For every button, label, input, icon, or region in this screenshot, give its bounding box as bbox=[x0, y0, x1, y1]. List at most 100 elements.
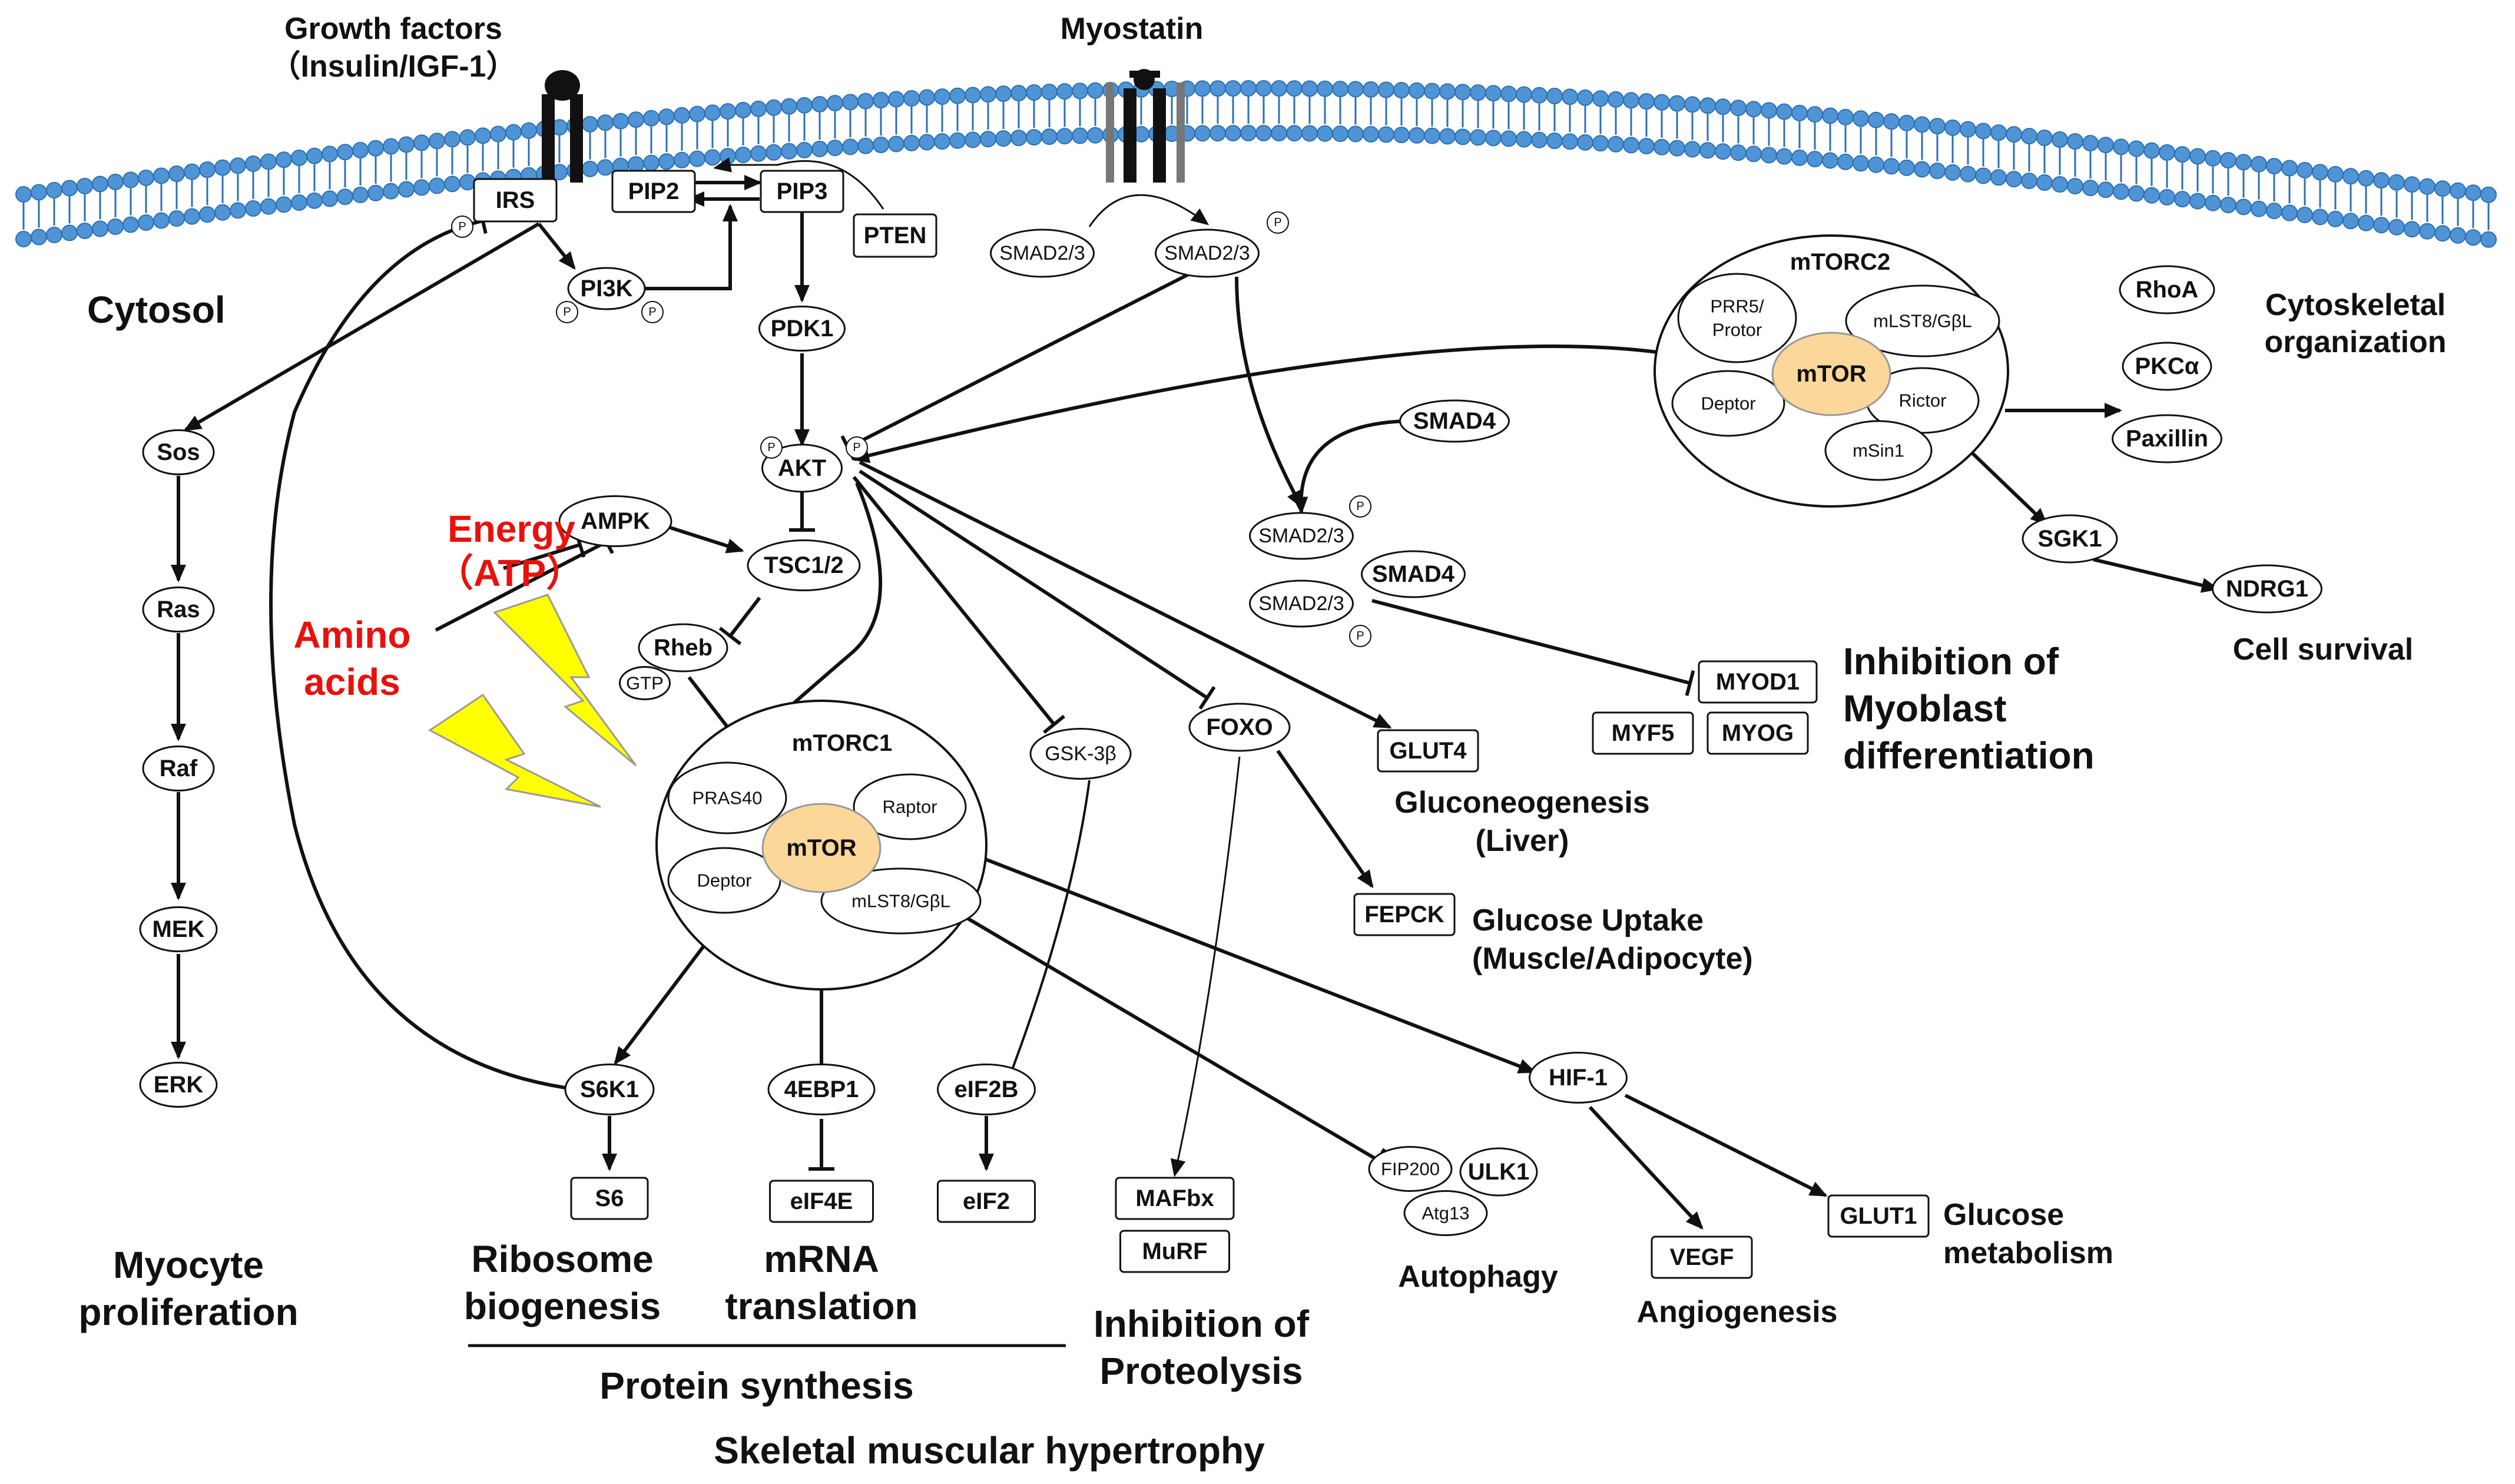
pathway-edges bbox=[171, 157, 2219, 1230]
protor-label: Protor bbox=[1712, 320, 1762, 340]
svg-text:P: P bbox=[767, 441, 775, 454]
smad23-c-node: SMAD2/3 bbox=[1249, 512, 1354, 560]
mlst8-2-label: mLST8/GβL bbox=[1873, 311, 1972, 332]
eif2b-label: eIF2B bbox=[955, 1076, 1019, 1102]
mlst8-label: mLST8/GβL bbox=[851, 891, 950, 912]
glucose-uptake-label: Glucose Uptake bbox=[1472, 903, 1704, 938]
erk-label: ERK bbox=[154, 1072, 204, 1098]
cell-survival-label: Cell survival bbox=[2233, 632, 2413, 667]
mafbx-node: MAFbx bbox=[1115, 1177, 1235, 1220]
phospho-mark: P bbox=[1349, 495, 1371, 518]
irs-node: IRS bbox=[473, 178, 558, 223]
phospho-mark: P bbox=[1349, 625, 1371, 647]
mtorc1-title: mTORC1 bbox=[792, 730, 892, 756]
pip2-node: PIP2 bbox=[611, 170, 696, 213]
myog-label: MYOG bbox=[1722, 720, 1794, 746]
smad23-d-label: SMAD2/3 bbox=[1258, 592, 1344, 615]
mtorc1-complex: mTORC1 PRAS40 Raptor Deptor mLST8/GβL mT… bbox=[655, 700, 988, 991]
svg-text:P: P bbox=[1274, 216, 1281, 229]
erk-node: ERK bbox=[139, 1062, 218, 1108]
pi3k-label: PI3K bbox=[581, 276, 633, 302]
paxillin-node: Paxillin bbox=[2112, 414, 2222, 463]
metabolism-label: metabolism bbox=[1943, 1236, 2113, 1270]
atg13-node: Atg13 bbox=[1403, 1190, 1488, 1236]
ampk-node: AMPK bbox=[558, 495, 672, 547]
svg-text:P: P bbox=[1356, 500, 1364, 513]
s6k1-label: S6K1 bbox=[580, 1076, 639, 1102]
tsc12-node: TSC1/2 bbox=[747, 539, 861, 591]
acids-label: acids bbox=[304, 661, 400, 703]
raptor-label: Raptor bbox=[882, 797, 937, 817]
differentiation-label: differentiation bbox=[1843, 734, 2095, 777]
translation-label: translation bbox=[725, 1285, 917, 1327]
ampk-label: AMPK bbox=[581, 508, 650, 534]
irs-label: IRS bbox=[496, 187, 535, 213]
akt-node: AKT bbox=[761, 443, 843, 493]
raf-label: Raf bbox=[160, 756, 198, 781]
s6-node: S6 bbox=[570, 1177, 649, 1220]
phospho-mark: P bbox=[846, 436, 868, 459]
pten-node: PTEN bbox=[853, 213, 937, 258]
rhoa-label: RhoA bbox=[2136, 277, 2199, 303]
pip3-label: PIP3 bbox=[777, 178, 828, 204]
pip3-node: PIP3 bbox=[760, 170, 844, 213]
mrna-label: mRNA bbox=[764, 1238, 879, 1280]
cytosol-label: Cytosol bbox=[87, 289, 226, 331]
fepck-label: FEPCK bbox=[1364, 902, 1444, 928]
inhibition-of-2-label: Inhibition of bbox=[1094, 1303, 1310, 1345]
hif1-node: HIF-1 bbox=[1529, 1052, 1628, 1104]
amino-label: Amino bbox=[293, 614, 410, 656]
sgk1-label: SGK1 bbox=[2038, 526, 2102, 552]
ras-node: Ras bbox=[142, 587, 215, 632]
deptor-label: Deptor bbox=[697, 870, 751, 891]
glut1-label: GLUT1 bbox=[1840, 1203, 1917, 1229]
eif2-node: eIF2 bbox=[937, 1180, 1036, 1223]
liver-label: (Liver) bbox=[1476, 824, 1569, 858]
foxo-label: FOXO bbox=[1206, 714, 1273, 740]
phospho-mark: P bbox=[760, 436, 783, 459]
myod1-label: MYOD1 bbox=[1716, 669, 1800, 695]
gtp-label: GTP bbox=[626, 673, 664, 694]
ras-label: Ras bbox=[157, 597, 200, 622]
rheb-node: Rheb bbox=[638, 623, 728, 673]
ebp1-node: 4EBP1 bbox=[767, 1064, 876, 1115]
pdk1-node: PDK1 bbox=[758, 306, 846, 352]
rheb-label: Rheb bbox=[654, 635, 713, 661]
glut4-node: GLUT4 bbox=[1377, 729, 1479, 773]
atp-label: （ATP） bbox=[436, 552, 584, 594]
sos-label: Sos bbox=[157, 439, 200, 465]
glut1-node: GLUT1 bbox=[1827, 1194, 1930, 1238]
svg-text:P: P bbox=[458, 220, 466, 233]
lightning-bolt-icon bbox=[428, 693, 601, 808]
ulk1-label: ULK1 bbox=[1468, 1159, 1529, 1185]
hypertrophy-label: Skeletal muscular hypertrophy bbox=[714, 1429, 1265, 1472]
murf-node: MuRF bbox=[1119, 1230, 1230, 1273]
phospho-mark: P bbox=[641, 301, 664, 323]
myostatin-receptor bbox=[1106, 69, 1185, 183]
smad4-free-label: SMAD4 bbox=[1413, 408, 1496, 434]
myocyte-label: Myocyte bbox=[113, 1244, 264, 1286]
energy-label: Energy bbox=[448, 508, 575, 550]
s6k1-node: S6K1 bbox=[564, 1064, 655, 1115]
svg-text:P: P bbox=[563, 306, 571, 319]
deptor-2-label: Deptor bbox=[1701, 393, 1755, 414]
pi3k-node: PI3K bbox=[567, 267, 646, 310]
svg-text:P: P bbox=[1356, 630, 1364, 642]
phospho-mark: P bbox=[1267, 211, 1289, 234]
rhoa-node: RhoA bbox=[2119, 265, 2215, 314]
ribosome-label: Ribosome bbox=[471, 1238, 653, 1280]
eif4e-label: eIF4E bbox=[790, 1188, 853, 1214]
sos-node: Sos bbox=[142, 429, 215, 475]
hif1-label: HIF-1 bbox=[1549, 1065, 1608, 1091]
foxo-node: FOXO bbox=[1188, 703, 1291, 752]
ulk1-node: ULK1 bbox=[1459, 1147, 1538, 1197]
vegf-label: VEGF bbox=[1670, 1244, 1734, 1270]
smad23-d-node: SMAD2/3 bbox=[1249, 579, 1354, 628]
eif4e-node: eIF4E bbox=[769, 1180, 874, 1223]
myf5-label: MYF5 bbox=[1612, 720, 1675, 746]
atg13-label: Atg13 bbox=[1421, 1203, 1469, 1224]
phospho-mark: P bbox=[556, 301, 578, 323]
mek-node: MEK bbox=[139, 906, 218, 952]
eif2-label: eIF2 bbox=[963, 1188, 1010, 1214]
